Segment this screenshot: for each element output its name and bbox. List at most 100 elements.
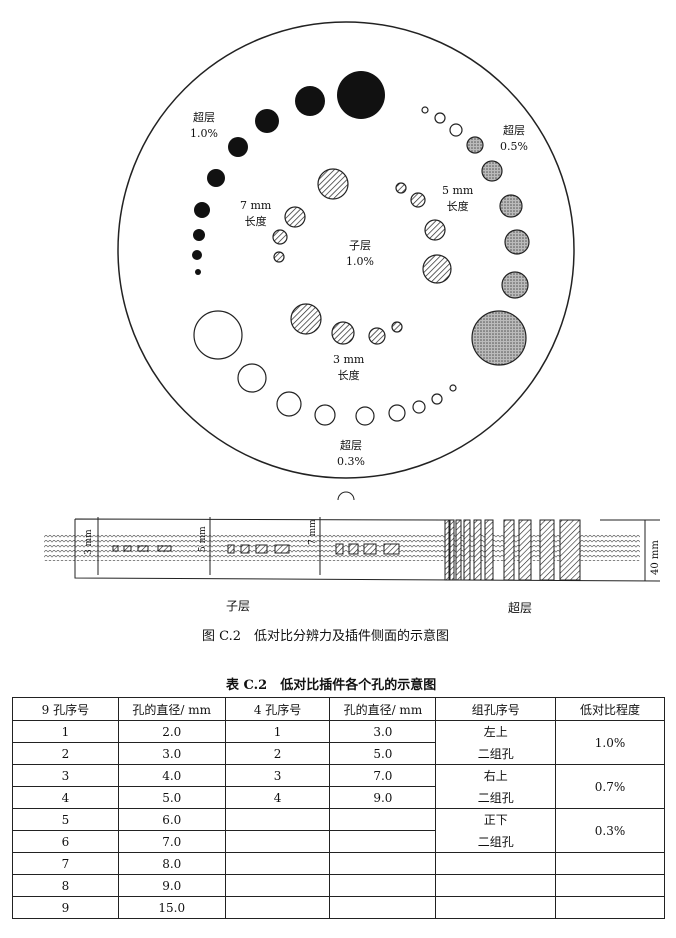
cell: 1: [12, 720, 119, 743]
phantom-disc-diagram: [117, 21, 575, 500]
label-length-7: 7 mm 长度: [240, 198, 271, 230]
cell: 6: [12, 830, 119, 853]
cell: 右上: [435, 764, 557, 787]
cell: [555, 874, 665, 897]
header-cell: 4 孔序号: [224, 697, 331, 721]
dim-5mm: 5 mm: [198, 526, 208, 552]
cell: 5: [12, 808, 119, 831]
cell: [224, 874, 331, 897]
cell: 9.0: [329, 786, 437, 809]
cell: [329, 874, 437, 897]
label-text: 长度: [337, 369, 360, 382]
label-title: 超层: [502, 124, 525, 137]
cell: 1.0%: [555, 720, 665, 765]
cell: 正下: [435, 808, 557, 831]
cell: 5.0: [117, 786, 226, 809]
header-cell: 孔的直径/ mm: [117, 697, 226, 721]
cell: 4: [12, 786, 119, 809]
cell: [555, 852, 665, 875]
table-header-row: 9 孔序号 孔的直径/ mm 4 孔序号 孔的直径/ mm 组孔序号 低对比程度: [12, 697, 665, 721]
label-value: 0.5%: [500, 140, 528, 153]
dim-3mm: 3 mm: [84, 529, 94, 555]
cell: 7.0: [329, 764, 437, 787]
cell: [329, 830, 437, 853]
cell: 4: [224, 786, 331, 809]
cell: 0.3%: [555, 808, 665, 853]
cell: [224, 896, 331, 919]
cell: [224, 808, 331, 831]
label-title: 超层: [339, 439, 362, 452]
cell: 8.0: [117, 852, 226, 875]
cell: 9.0: [117, 874, 226, 897]
cell: 7.0: [117, 830, 226, 853]
label-super-0-5: 超层 0.5%: [500, 123, 528, 155]
cell: 4.0: [117, 764, 226, 787]
cell: 3: [224, 764, 331, 787]
label-value: 1.0%: [346, 255, 374, 268]
label-text: 长度: [446, 200, 469, 213]
label-size: 3 mm: [333, 353, 365, 366]
cell: 15.0: [117, 896, 226, 919]
side-sub-label: 子层: [226, 599, 251, 613]
cell: [329, 808, 437, 831]
hatched-holes-group: [272, 168, 452, 345]
dim-40mm: 40 mm: [650, 540, 661, 575]
cell: [555, 896, 665, 919]
label-length-5: 5 mm 长度: [442, 183, 473, 215]
cell: [329, 852, 437, 875]
side-super-label: 超层: [508, 601, 533, 615]
label-text: 长度: [244, 215, 267, 228]
disc-notch: [337, 491, 355, 500]
dim-7mm: 7 mm: [308, 519, 318, 545]
black-holes-group: [192, 71, 385, 275]
cell: 1: [224, 720, 331, 743]
header-cell: 孔的直径/ mm: [329, 697, 437, 721]
table-title: 表 C.2 低对比插件各个孔的示意图: [226, 678, 437, 693]
cell: 二组孔: [435, 742, 557, 765]
label-value: 0.3%: [337, 455, 365, 468]
cell: 9: [12, 896, 119, 919]
cell: [435, 874, 557, 897]
gray-holes-group: [421, 106, 530, 366]
cell: 二组孔: [435, 830, 557, 853]
label-sub-1-0: 子层 1.0%: [346, 238, 374, 270]
disc-outline: [117, 21, 575, 479]
cell: 二组孔: [435, 786, 557, 809]
label-super-1-0: 超层 1.0%: [190, 110, 218, 142]
sub-layer-holes: [112, 543, 400, 555]
cell: 左上: [435, 720, 557, 743]
cell: 2: [224, 742, 331, 765]
label-value: 1.0%: [190, 127, 218, 140]
cell: [435, 896, 557, 919]
figure-caption: 图 C.2 低对比分辨力及插件侧面的示意图: [202, 629, 450, 644]
cell: 0.7%: [555, 764, 665, 809]
cell: 8: [12, 874, 119, 897]
super-layer-bars: [444, 519, 581, 581]
header-cell: 组孔序号: [435, 697, 557, 721]
cell: 7: [12, 852, 119, 875]
label-length-3: 3 mm 长度: [333, 352, 364, 384]
cell: [224, 830, 331, 853]
cell: [435, 852, 557, 875]
label-size: 7 mm: [240, 199, 272, 212]
label-title: 子层: [348, 239, 371, 252]
cell: 3.0: [117, 742, 226, 765]
cell: 3: [12, 764, 119, 787]
white-holes-group: [193, 310, 457, 426]
cell: 2: [12, 742, 119, 765]
header-cell: 9 孔序号: [12, 697, 119, 721]
holes-table: 9 孔序号 孔的直径/ mm 4 孔序号 孔的直径/ mm 组孔序号 低对比程度…: [12, 697, 665, 919]
cell: 2.0: [117, 720, 226, 743]
cell: [329, 896, 437, 919]
cell: 5.0: [329, 742, 437, 765]
side-view-diagram: [44, 517, 661, 582]
label-size: 5 mm: [442, 184, 474, 197]
label-title: 超层: [192, 111, 215, 124]
